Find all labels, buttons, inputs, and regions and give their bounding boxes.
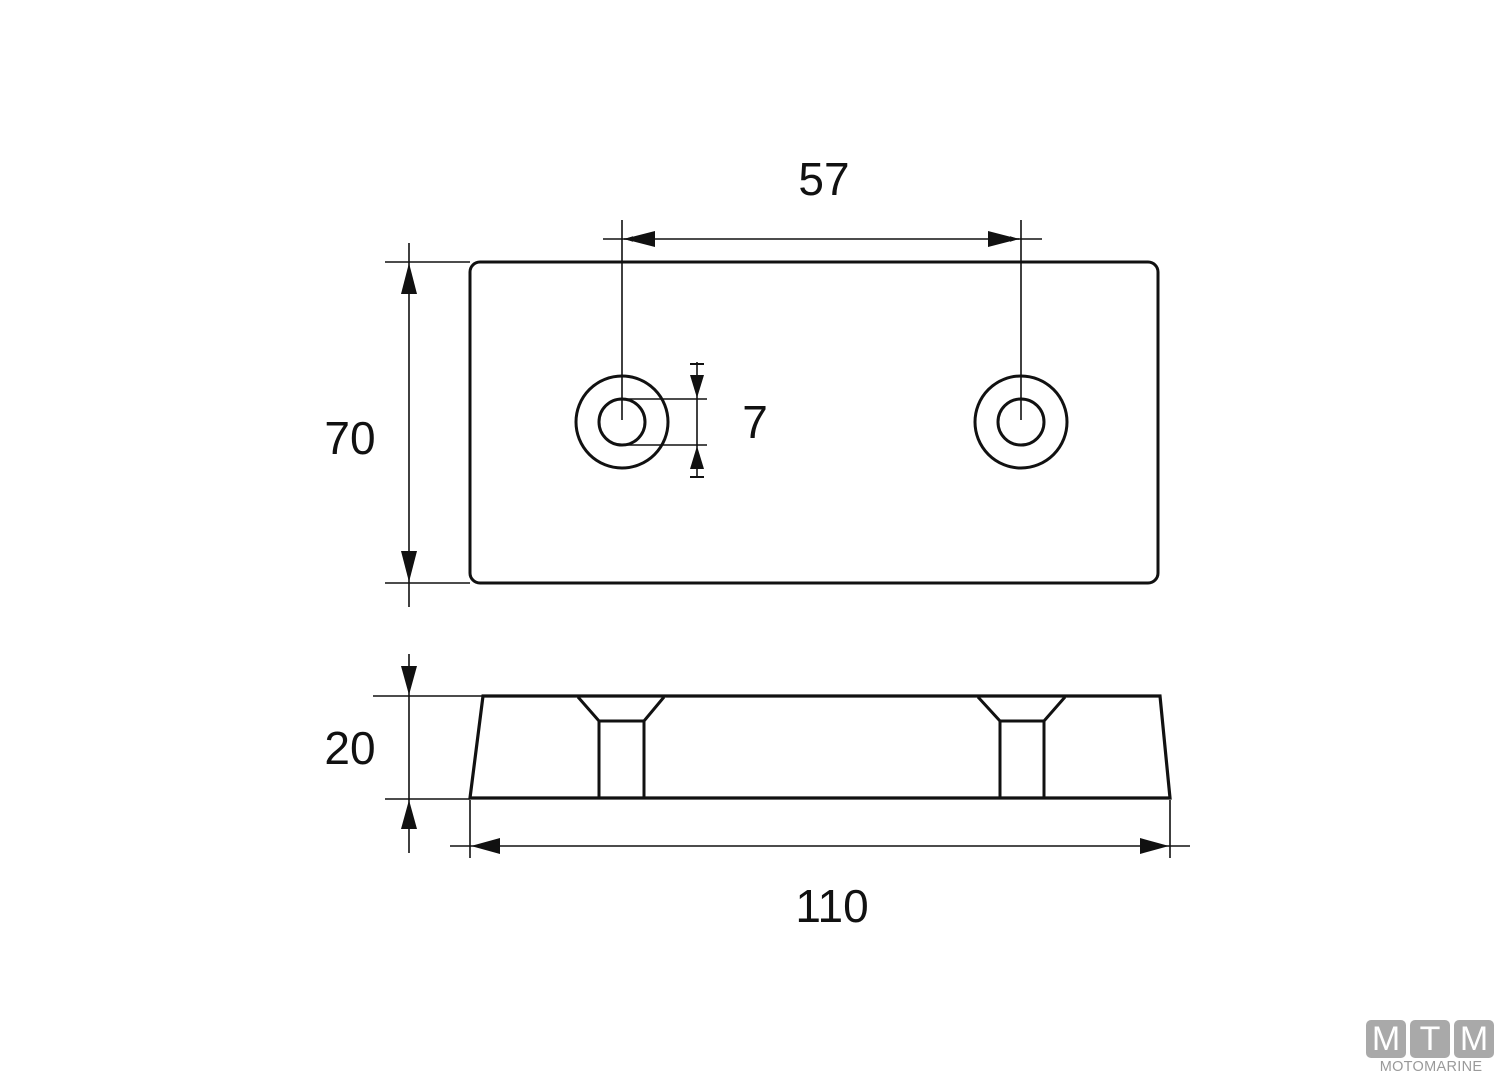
dim-110-label: 110 — [795, 880, 868, 932]
dimension-thickness: 20 — [324, 654, 483, 853]
logo-letter-m2: M — [1454, 1020, 1494, 1058]
side-view: 20 110 — [324, 654, 1190, 932]
dimension-hole-diameter: 7 — [622, 362, 768, 478]
dimension-height: 70 — [324, 243, 470, 607]
dim-20-label: 20 — [324, 722, 375, 774]
motomarine-logo: M T M MOTOMARINE — [1366, 1020, 1496, 1075]
dim-7-label: 7 — [742, 396, 768, 448]
plate-outline — [468, 260, 1160, 585]
side-profile-outline — [468, 694, 1172, 800]
countersunk-hole-left — [576, 696, 666, 798]
countersunk-hole-right — [976, 695, 1067, 798]
dimension-hole-spacing: 57 — [603, 153, 1042, 420]
logo-brand-text: MOTOMARINE — [1379, 1059, 1483, 1075]
dim-57-label: 57 — [798, 153, 849, 205]
logo-letter-t: T — [1410, 1020, 1450, 1058]
logo-letter-m1: M — [1366, 1020, 1406, 1058]
dim-70-label: 70 — [324, 412, 375, 464]
top-view: 57 70 7 — [324, 153, 1160, 607]
dimension-length: 110 — [450, 800, 1190, 932]
